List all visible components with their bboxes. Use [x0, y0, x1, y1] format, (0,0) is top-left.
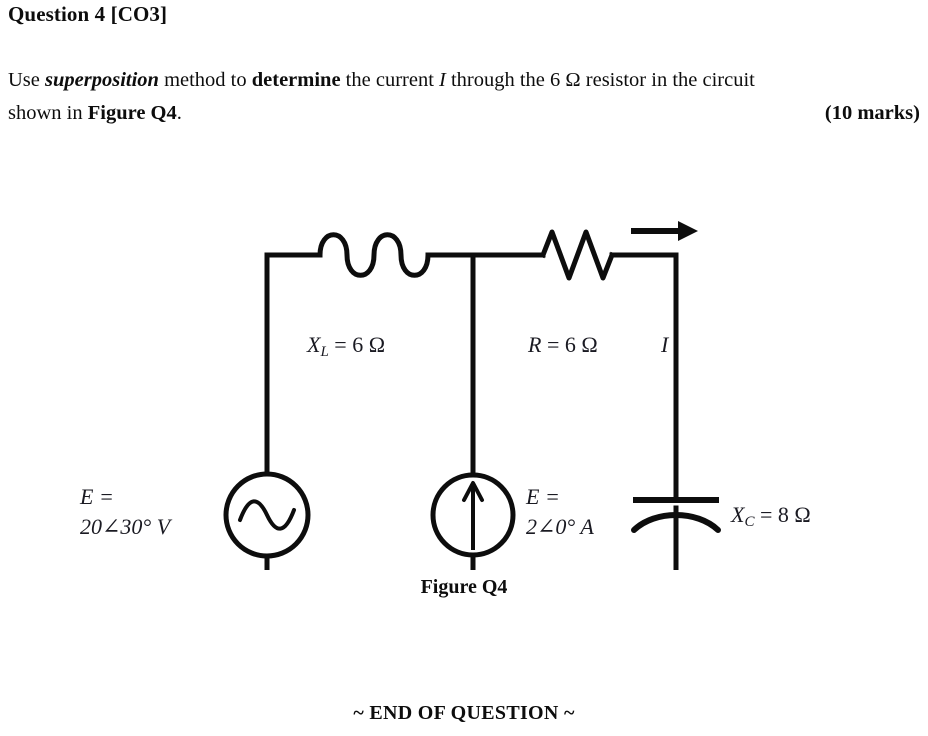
capacitor-value: = 8 Ω: [759, 502, 811, 527]
capacitor-subscript: C: [744, 514, 755, 531]
body-text-6: .: [176, 102, 182, 124]
inductor-value: = 6 Ω: [334, 332, 386, 357]
body-text-2: method to: [158, 69, 252, 91]
resistor-value: = 6 Ω: [546, 332, 598, 357]
current-source-label: E = 2∠0° A: [526, 482, 594, 542]
figure-reference: Figure Q4: [87, 102, 177, 124]
emphasis-determine: determine: [251, 69, 341, 91]
resistor-label: R = 6 Ω: [528, 332, 598, 358]
voltage-source-label-line2: 20∠30° V: [80, 514, 171, 539]
inductor-subscript: L: [320, 344, 329, 361]
figure-caption: Figure Q4: [420, 576, 508, 598]
question-body: Use superposition method to determine th…: [8, 64, 924, 130]
body-text-1: Use: [8, 69, 46, 91]
capacitor-symbol: X: [731, 502, 745, 527]
variable-i: I: [439, 69, 446, 91]
marks-label: (10 marks): [824, 102, 920, 124]
question-body-line-1: Use superposition method to determine th…: [8, 64, 924, 97]
body-text-3: the current: [340, 69, 440, 91]
current-arrow-head: [678, 221, 698, 241]
capacitor-label: XC = 8 Ω: [731, 502, 811, 531]
current-source-label-line2: 2∠0° A: [526, 514, 594, 539]
emphasis-superposition: superposition: [45, 69, 159, 91]
inductor-coil: [317, 232, 431, 278]
voltage-source-label-line1: E =: [80, 484, 114, 509]
circuit-schematic-svg: [223, 221, 721, 570]
ac-source-sine: [238, 499, 296, 531]
page-title: Question 4 [CO3]: [8, 2, 168, 26]
current-label: I: [661, 332, 669, 357]
voltage-source-label: E = 20∠30° V: [80, 482, 170, 542]
inductor-symbol: X: [307, 332, 321, 357]
current-source-arrow-head: [462, 481, 484, 502]
end-of-question-note: ~ END OF QUESTION ~: [353, 702, 575, 724]
resistor-zigzag: [539, 229, 616, 281]
inductor-label: XL = 6 Ω: [307, 332, 385, 361]
current-source-label-line1: E =: [526, 484, 560, 509]
circuit-diagram: XL = 6 Ω R = 6 Ω I E =20∠30° V E =2∠0° A…: [0, 150, 928, 570]
body-text-5: shown in: [8, 102, 88, 124]
body-text-4: through the 6 Ω resistor in the circuit: [445, 69, 755, 91]
question-body-line-2: shown in Figure Q4. (10 marks): [8, 97, 924, 130]
resistor-symbol: R: [528, 332, 542, 357]
